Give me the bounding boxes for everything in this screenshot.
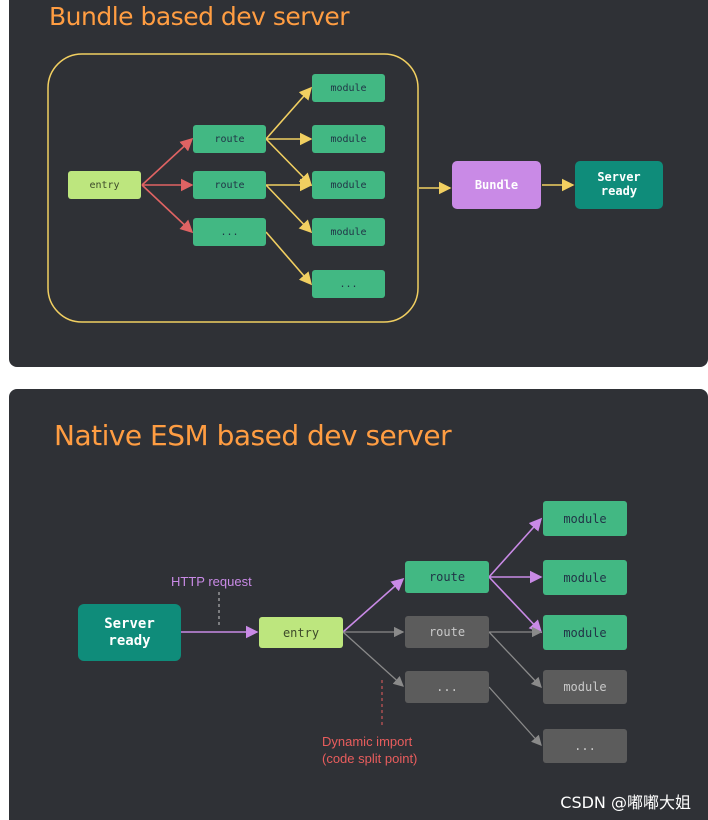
dynamic-import-label: Dynamic import (code split point) <box>322 734 418 766</box>
module-node: module <box>312 125 385 153</box>
module-node: module <box>312 74 385 102</box>
entry-node: entry <box>259 617 343 648</box>
module-node: module <box>543 501 627 536</box>
server-ready-node: Server ready <box>575 161 663 209</box>
route-node-inactive: route <box>405 616 489 648</box>
module-node: module <box>543 560 627 595</box>
module-node: ... <box>312 270 385 298</box>
server-ready-node: Server ready <box>78 604 181 661</box>
arrow-route-module1 <box>488 517 543 578</box>
arrow-route3-module5 <box>265 231 313 286</box>
module-node: module <box>312 218 385 246</box>
arrow-route-gray-module4 <box>488 631 542 688</box>
module-node-inactive: ... <box>543 729 627 763</box>
arrow-route-module3 <box>488 576 543 634</box>
module-node-inactive: module <box>543 670 627 704</box>
route-node: route <box>193 171 266 199</box>
module-node: module <box>543 615 627 650</box>
route-node: ... <box>193 218 266 246</box>
arrow-dots-module5 <box>488 686 542 746</box>
http-request-label: HTTP request <box>171 574 252 589</box>
route-node-inactive: ... <box>405 671 489 703</box>
esm-diagram-title: Native ESM based dev server <box>54 419 452 452</box>
bundle-node: Bundle <box>452 161 541 209</box>
module-node: module <box>312 171 385 199</box>
arrow-route1-module1 <box>265 86 313 140</box>
entry-node: entry <box>68 171 141 199</box>
route-node: route <box>193 125 266 153</box>
arrow-entry-route-1 <box>141 137 194 186</box>
bundle-diagram-title: Bundle based dev server <box>49 2 350 31</box>
arrow-route1-module3 <box>265 138 313 187</box>
arrow-entry-dots-inactive <box>342 631 404 687</box>
arrow-entry-route-3 <box>141 184 194 234</box>
arrow-entry-route-active <box>342 577 405 633</box>
route-node: route <box>405 561 489 593</box>
bundle-container <box>47 53 419 323</box>
csdn-watermark: CSDN @嘟嘟大姐 <box>560 793 691 812</box>
arrow-route2-module4 <box>265 184 313 234</box>
